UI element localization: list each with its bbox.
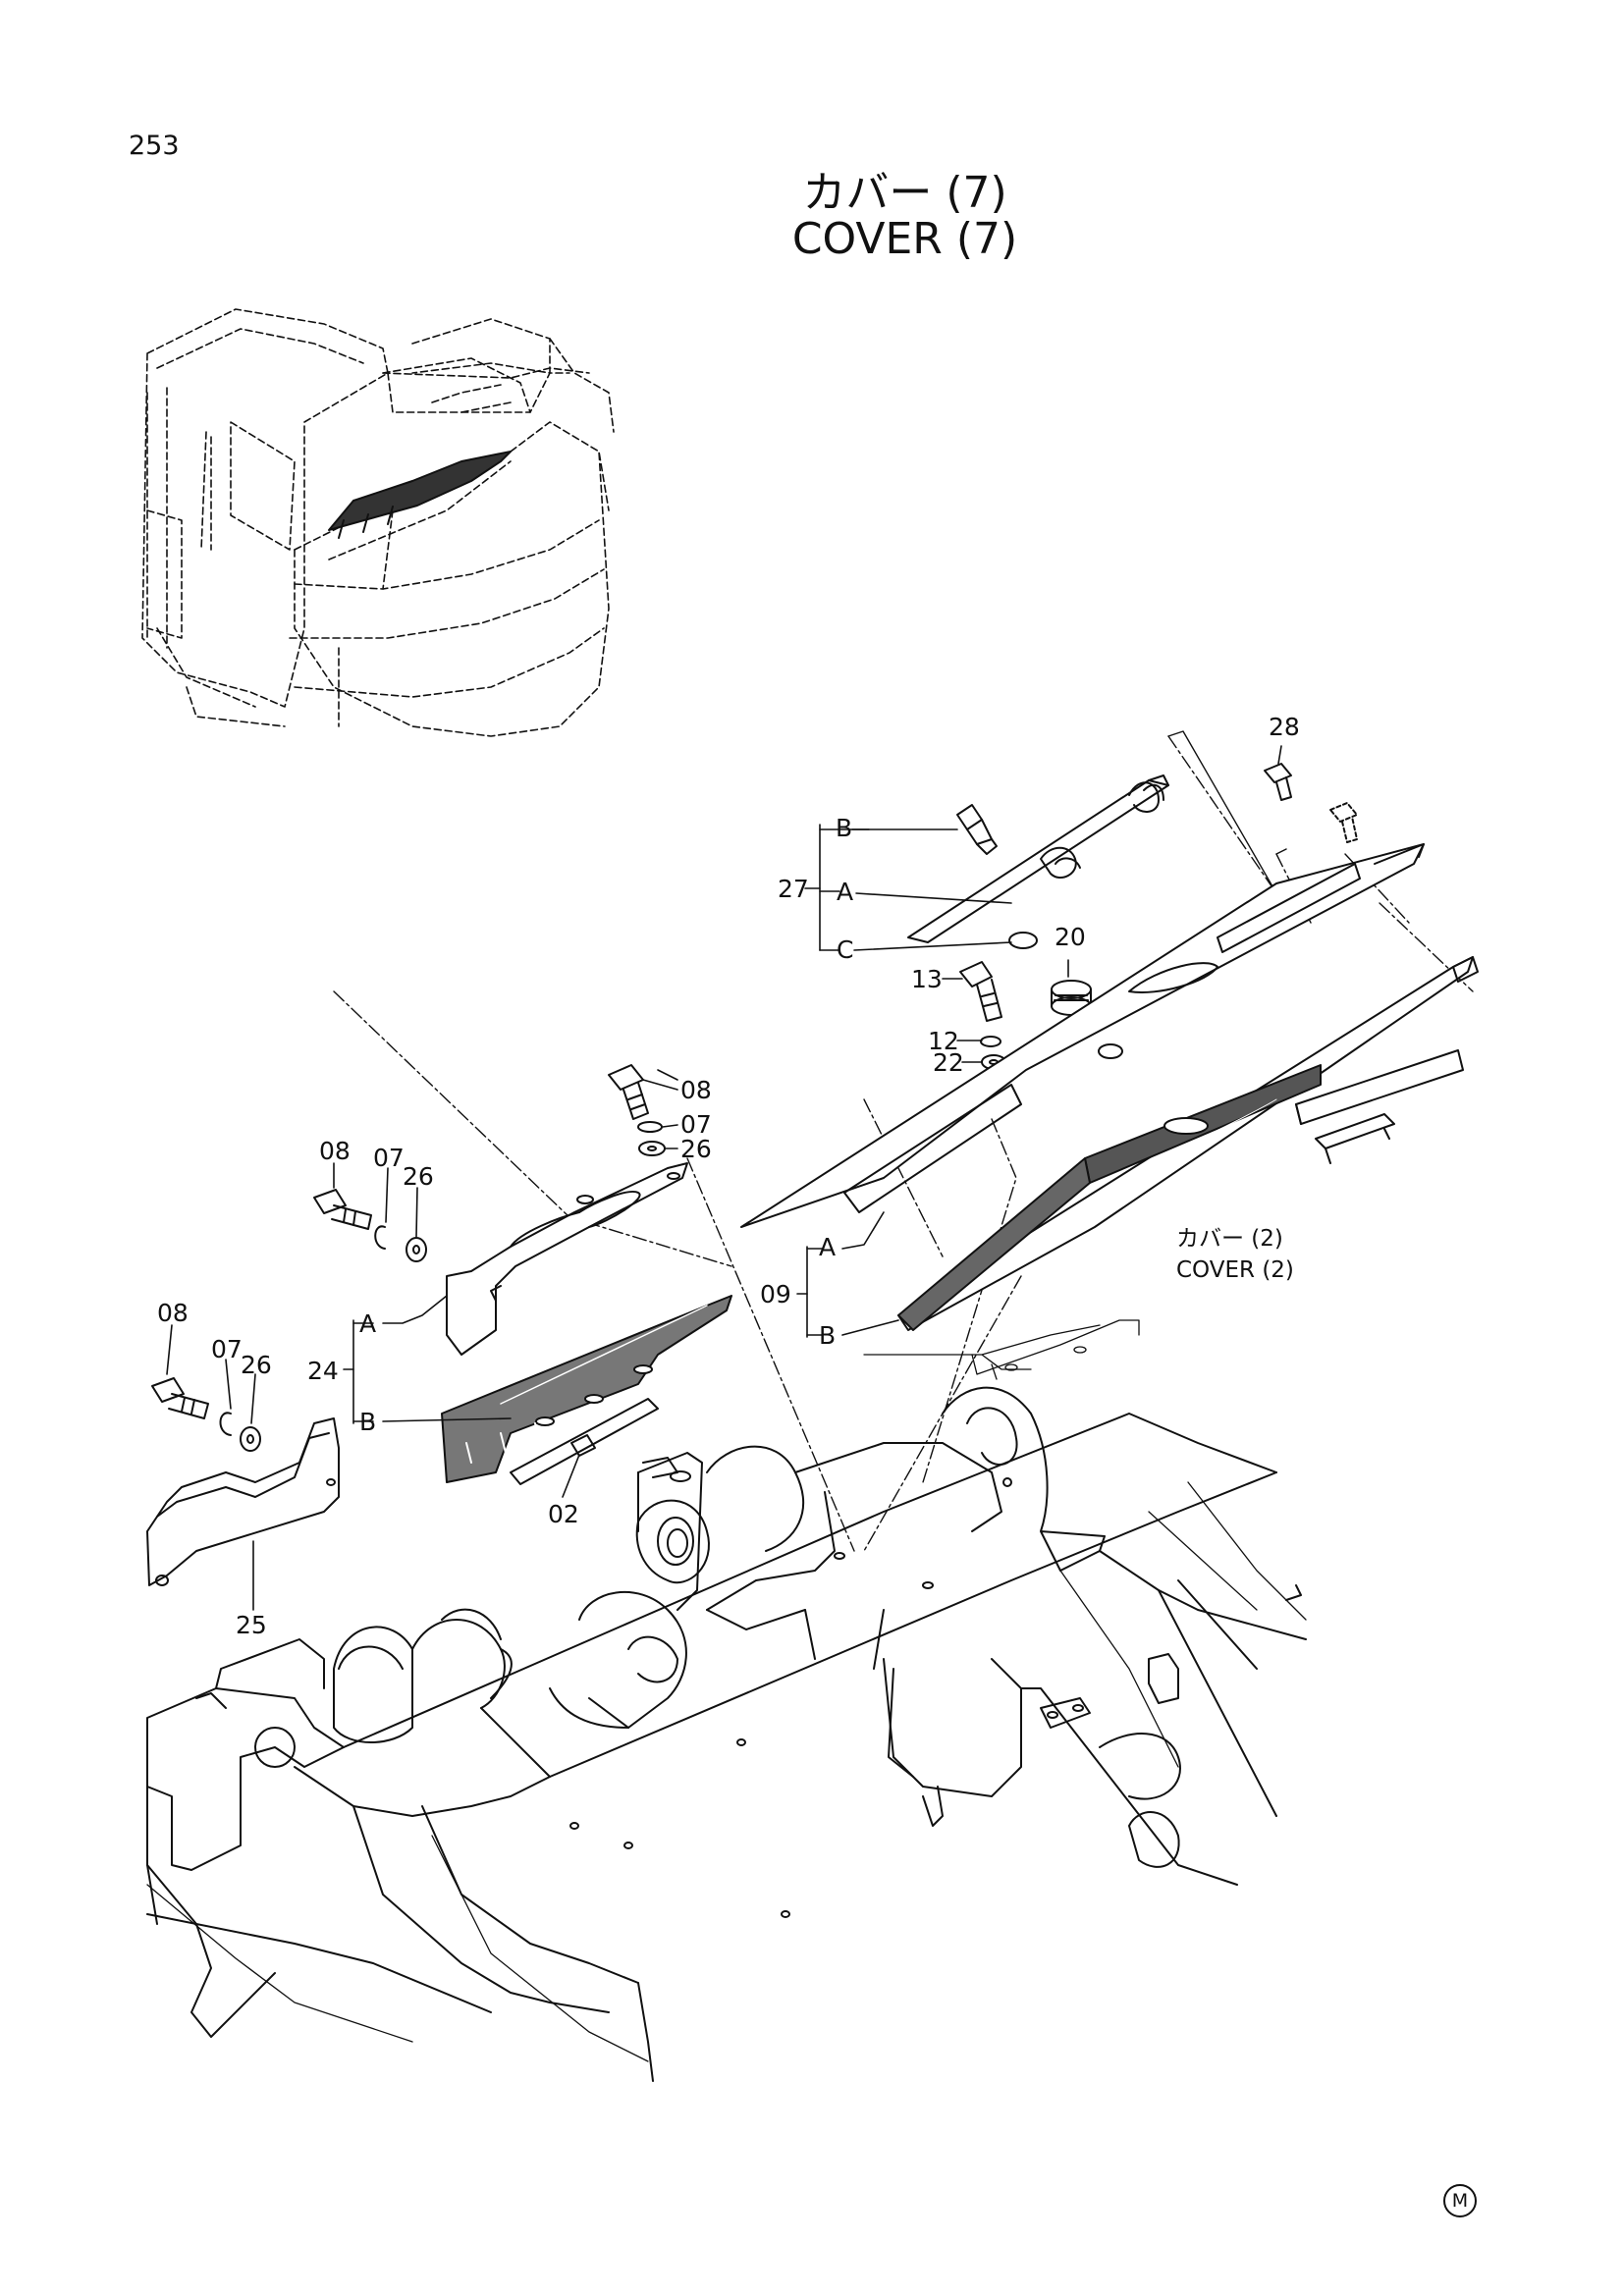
callout-27-c: C: [837, 935, 854, 964]
callout-24-a: A: [359, 1309, 377, 1338]
callout-07-mid: 07: [373, 1144, 405, 1172]
callout-07-top: 07: [680, 1110, 712, 1139]
callout-09-b: B: [819, 1321, 837, 1350]
bracket-27-a: [907, 774, 1169, 943]
reference-bracket: [1167, 730, 1287, 894]
callout-08-mid: 08: [319, 1137, 351, 1165]
callout-27: 27: [778, 875, 809, 903]
washer-26-low: [240, 1426, 261, 1452]
main-frame: [146, 1386, 1307, 2082]
bolt-13: [959, 961, 1002, 1022]
bolt-28: [1264, 763, 1292, 801]
reference-label-japanese: カバー (2): [1176, 1226, 1283, 1252]
callout-13: 13: [911, 965, 943, 993]
callout-leaders: [166, 745, 1282, 1611]
cover-2-reference-plate: [1295, 1049, 1464, 1164]
manufacturer-mark: M: [1443, 2184, 1477, 2217]
callout-26-mid: 26: [403, 1162, 434, 1191]
lockwasher-07-mid: [374, 1225, 386, 1250]
callout-08-top: 08: [680, 1076, 712, 1104]
excavator-overview-illustration: [141, 308, 615, 737]
cover-plate-09-b: [897, 956, 1479, 1331]
screw-top-right: [1329, 802, 1358, 843]
callout-09-a: A: [819, 1233, 837, 1261]
shim-02: [510, 1398, 659, 1485]
callout-20: 20: [1055, 923, 1086, 951]
bolt-08-low: [151, 1377, 209, 1419]
page-title-japanese: カバー (7): [802, 168, 1007, 218]
callout-09: 09: [760, 1280, 791, 1308]
bolt-27-b: [956, 804, 998, 855]
callout-27-a: A: [837, 878, 854, 906]
cover-plate-09-a: [740, 843, 1425, 1228]
washer-27-c: [1008, 932, 1038, 949]
bolt-08-mid: [313, 1189, 372, 1230]
callout-02: 02: [548, 1500, 579, 1528]
overview-highlight: [328, 451, 512, 539]
callout-22: 22: [933, 1048, 964, 1077]
lockwasher-07-low: [219, 1412, 232, 1436]
callout-26-low: 26: [241, 1351, 272, 1379]
bracket-24-b: [441, 1295, 732, 1483]
reference-label-english: COVER (2): [1176, 1257, 1294, 1283]
washer-26-top: [638, 1141, 666, 1156]
page-title-english: COVER (7): [791, 214, 1018, 264]
washer-12: [980, 1036, 1001, 1047]
washer-26-mid: [406, 1237, 427, 1262]
callout-24-b: B: [359, 1408, 377, 1436]
cover-plate-25: [146, 1417, 340, 1586]
callout-12: 12: [928, 1027, 959, 1055]
callout-26-top: 26: [680, 1135, 712, 1163]
frame-thin-lines: [146, 1319, 1307, 2062]
nut-02: [570, 1434, 596, 1457]
callout-28: 28: [1269, 713, 1300, 741]
callout-27-b: B: [836, 814, 853, 842]
bolt-08-top: [608, 1064, 649, 1120]
callout-25: 25: [236, 1611, 267, 1639]
callout-24: 24: [307, 1357, 339, 1385]
page-number: 253: [129, 131, 180, 161]
callout-07-low: 07: [211, 1335, 243, 1363]
callout-08-low: 08: [157, 1299, 189, 1327]
lockwasher-07-top: [637, 1121, 663, 1133]
bracket-24-a: [446, 1162, 688, 1356]
